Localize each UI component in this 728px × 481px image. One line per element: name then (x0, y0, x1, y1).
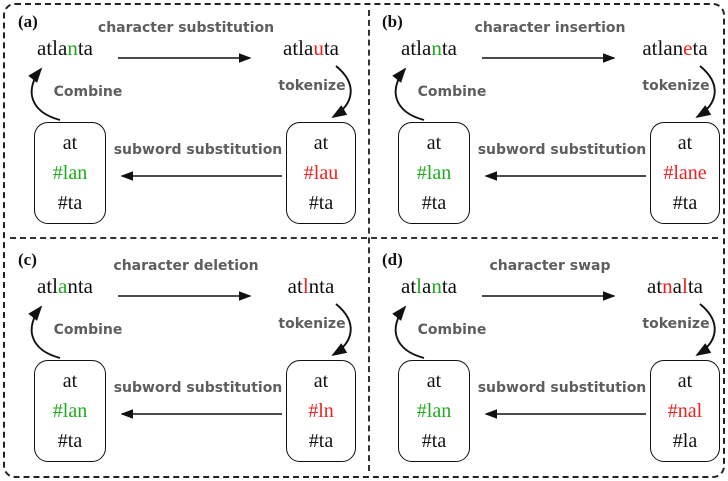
subword-substitution-label: subword substitution (477, 142, 647, 158)
panel-label: (a) (18, 12, 38, 31)
token-row: #lane (663, 162, 707, 184)
token-row: #ta (672, 192, 698, 214)
subword-substitution-label: subword substitution (113, 380, 283, 396)
perturbed-token-box: at #lau #ta (286, 122, 356, 224)
clean-token-box: at #lan #ta (34, 122, 106, 224)
tokenize-label: tokenize (278, 316, 346, 332)
perturbed-word: atlnta (287, 274, 335, 298)
token-row: #lan (416, 400, 452, 422)
original-word: atlanta (401, 36, 457, 60)
token-row: at (677, 370, 693, 392)
combine-label: Combine (53, 84, 123, 100)
token-row: #ta (308, 192, 334, 214)
token-row: at (426, 370, 442, 392)
token-row: #ta (57, 192, 83, 214)
combine-label: Combine (417, 322, 487, 338)
operation-title: character swap (489, 258, 611, 274)
token-row: #lan (52, 162, 88, 184)
token-row: #nal (667, 400, 703, 422)
subword-substitution-label: subword substitution (113, 142, 283, 158)
token-row: at (426, 132, 442, 154)
tokenize-label: tokenize (642, 316, 710, 332)
panel-divider-vertical (368, 10, 370, 471)
original-word: atlanta (401, 274, 457, 298)
token-row: #lan (52, 400, 88, 422)
token-row: at (313, 370, 329, 392)
panel-label: (d) (382, 250, 403, 269)
perturbed-word: atnalta (647, 274, 703, 298)
perturbed-token-box: at #lane #ta (650, 122, 720, 224)
perturbed-token-box: at #ln #ta (286, 360, 356, 462)
token-row: #ta (308, 430, 334, 452)
operation-title: character insertion (474, 20, 626, 36)
clean-token-box: at #lan #ta (34, 360, 106, 462)
operation-title: character substitution (97, 20, 275, 36)
panel-label: (b) (382, 12, 403, 31)
clean-token-box: at #lan #ta (398, 122, 470, 224)
subword-substitution-label: subword substitution (477, 380, 647, 396)
tokenize-label: tokenize (278, 78, 346, 94)
tokenize-label: tokenize (642, 78, 710, 94)
operation-title: character deletion (113, 258, 259, 274)
perturbed-word: atlauta (283, 36, 339, 60)
panel-c: (c) character deletion atlanta atlnta to… (6, 244, 362, 476)
token-row: #ta (57, 430, 83, 452)
token-row: #lan (416, 162, 452, 184)
original-word: atlanta (37, 274, 93, 298)
token-row: #ta (421, 430, 447, 452)
panel-b: (b) character insertion atlanta atlaneta… (370, 6, 726, 238)
token-row: at (313, 132, 329, 154)
token-row: at (62, 370, 78, 392)
token-row: #lau (303, 162, 339, 184)
panel-d: (d) character swap atlanta atnalta token… (370, 244, 726, 476)
combine-label: Combine (53, 322, 123, 338)
panel-a: (a) character substitution atlanta atlau… (6, 6, 362, 238)
combine-label: Combine (417, 84, 487, 100)
token-row: at (62, 132, 78, 154)
token-row: #la (672, 430, 698, 452)
token-row: #ln (308, 400, 334, 422)
clean-token-box: at #lan #ta (398, 360, 470, 462)
token-row: #ta (421, 192, 447, 214)
original-word: atlanta (37, 36, 93, 60)
panel-label: (c) (18, 250, 37, 269)
perturbed-word: atlaneta (642, 36, 708, 60)
perturbed-token-box: at #nal #la (650, 360, 720, 462)
panel-divider-horizontal (10, 237, 718, 239)
token-row: at (677, 132, 693, 154)
